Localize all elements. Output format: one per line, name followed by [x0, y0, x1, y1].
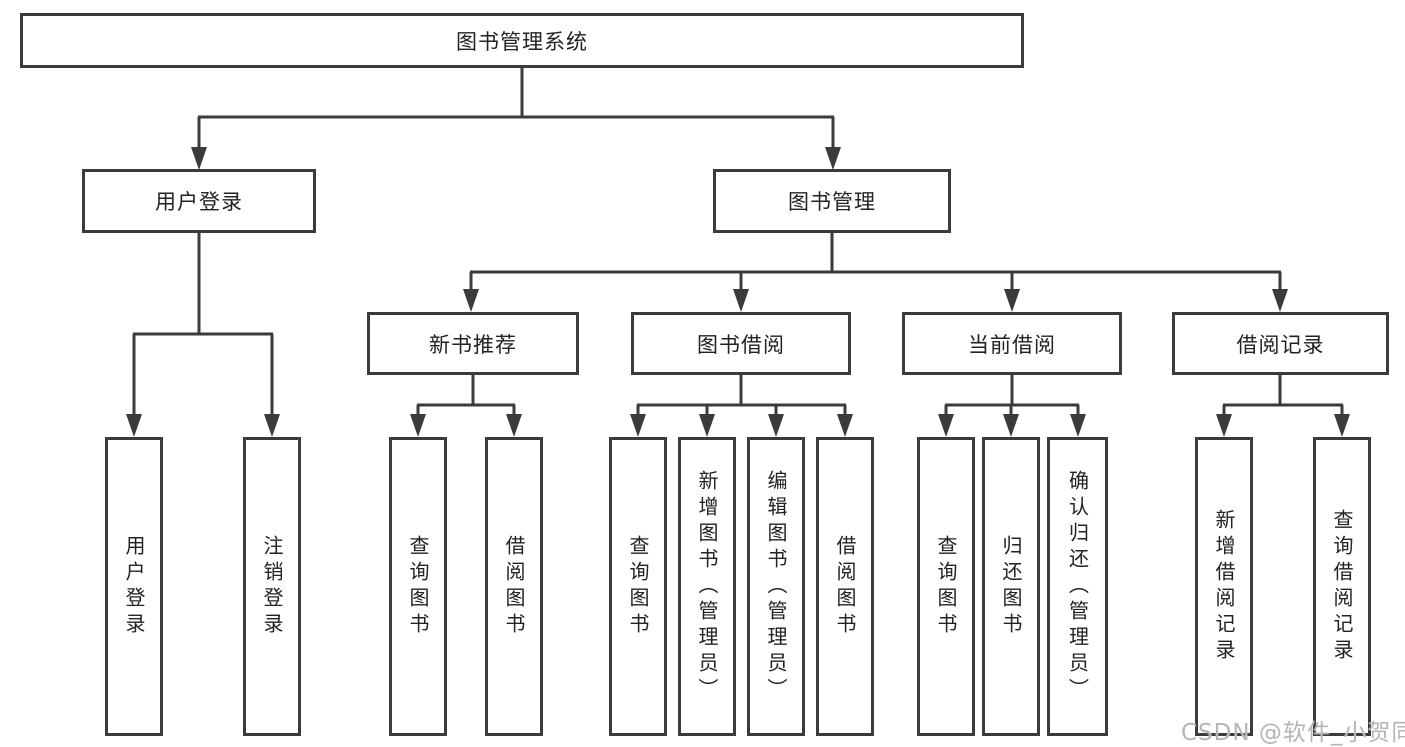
leaf-confirm-return-admin: 确认归还（管理员）	[1047, 437, 1108, 736]
node-borrowing-records: 借阅记录	[1172, 312, 1389, 375]
node-label: 借阅图书	[502, 534, 526, 639]
node-label: 图书管理系统	[456, 29, 588, 54]
node-label: 确认归还（管理员）	[1065, 469, 1090, 704]
node-label: 注销登录	[260, 534, 284, 639]
leaf-add-book-admin: 新增图书（管理员）	[678, 437, 736, 736]
node-label: 借阅图书	[833, 534, 857, 639]
node-label: 当前借阅	[968, 332, 1056, 357]
node-label: 编辑图书（管理员）	[764, 469, 788, 704]
leaf-query-books-borrow: 查询图书	[609, 437, 667, 736]
leaf-query-borrow-record: 查询借阅记录	[1313, 437, 1371, 736]
leaf-logout: 注销登录	[243, 437, 301, 736]
node-label: 用户登录	[122, 534, 146, 639]
leaf-query-books-current: 查询图书	[917, 437, 975, 736]
node-current-borrowing: 当前借阅	[902, 312, 1122, 375]
node-label: 归还图书	[999, 534, 1023, 639]
leaf-query-books-recommend: 查询图书	[389, 437, 447, 736]
node-new-book-recommendation: 新书推荐	[367, 312, 579, 375]
leaf-add-borrow-record: 新增借阅记录	[1195, 437, 1253, 736]
node-label: 查询图书	[626, 534, 650, 639]
leaf-borrow-books: 借阅图书	[816, 437, 874, 736]
node-label: 图书管理	[788, 190, 876, 214]
leaf-borrow-books-recommend: 借阅图书	[485, 437, 543, 736]
node-label: 用户登录	[155, 190, 243, 214]
node-label: 查询图书	[934, 534, 958, 639]
leaf-user-login: 用户登录	[105, 437, 163, 736]
node-book-management: 图书管理	[713, 169, 951, 233]
leaf-edit-book-admin: 编辑图书（管理员）	[747, 437, 805, 736]
node-label: 图书借阅	[697, 332, 785, 357]
node-label: 查询图书	[406, 534, 430, 639]
node-label: 借阅记录	[1236, 332, 1325, 357]
node-book-borrowing: 图书借阅	[631, 312, 851, 375]
node-label: 查询借阅记录	[1330, 508, 1354, 665]
csdn-watermark: CSDN @软件_小贺同学	[1181, 720, 1405, 746]
node-user-login: 用户登录	[82, 169, 316, 233]
leaf-return-books: 归还图书	[982, 437, 1040, 736]
node-label: 新书推荐	[429, 332, 517, 357]
node-label: 新增借阅记录	[1212, 508, 1236, 665]
node-label: 新增图书（管理员）	[695, 469, 719, 704]
node-library-management-system: 图书管理系统	[20, 13, 1024, 68]
arrowheads	[126, 147, 1350, 437]
